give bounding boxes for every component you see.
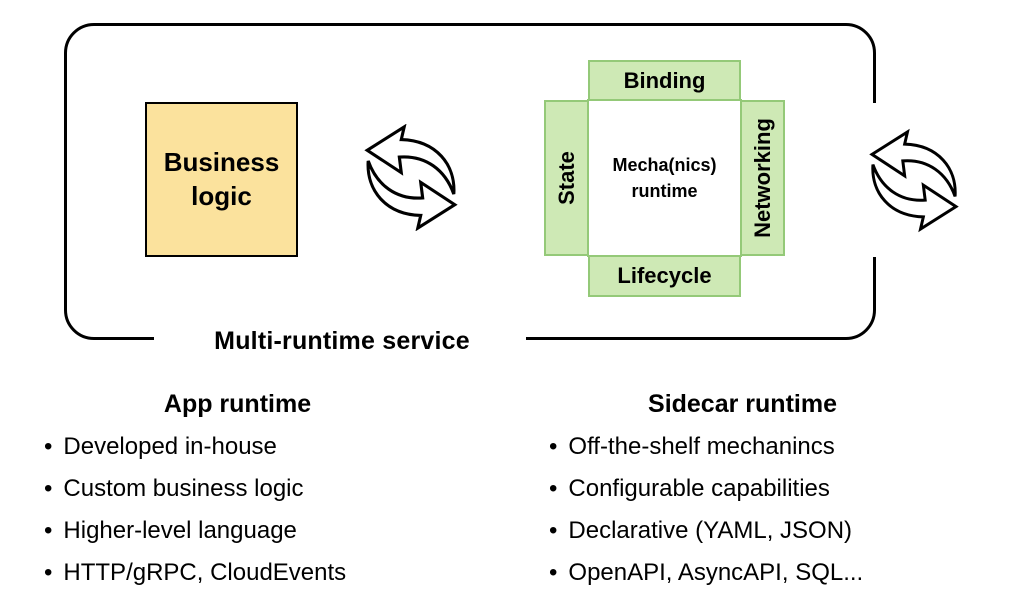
list-item: • Off-the-shelf mechanincs	[545, 426, 940, 468]
mecha-runtime-label-line2: runtime	[631, 181, 698, 201]
list-item-text: Higher-level language	[63, 517, 297, 544]
mecha-state-bar: State	[544, 100, 589, 256]
bullet-icon: •	[549, 517, 558, 544]
mecha-binding-bar: Binding	[588, 60, 741, 102]
list-item-text: OpenAPI, AsyncAPI, SQL...	[568, 559, 864, 586]
state-label: State	[553, 151, 579, 205]
list-item: • Custom business logic	[40, 468, 435, 510]
sync-arrows-icon	[869, 128, 959, 233]
list-item-text: Declarative (YAML, JSON)	[568, 517, 853, 544]
list-item: • Developed in-house	[40, 426, 435, 468]
networking-label: Networking	[749, 118, 775, 238]
bullet-icon: •	[549, 433, 558, 460]
list-item: • Configurable capabilities	[545, 468, 940, 510]
list-item-text: Off-the-shelf mechanincs	[568, 433, 835, 460]
lifecycle-label: Lifecycle	[617, 263, 712, 288]
list-item-text: Developed in-house	[63, 433, 277, 460]
list-item: • HTTP/gRPC, CloudEvents	[40, 552, 435, 594]
list-item: • OpenAPI, AsyncAPI, SQL...	[545, 552, 940, 594]
business-logic-label-line1: Business	[163, 146, 280, 177]
mecha-networking-bar: Networking	[740, 100, 785, 256]
sidecar-runtime-column: Sidecar runtime • Off-the-shelf mechanin…	[545, 388, 940, 594]
bullet-icon: •	[44, 475, 53, 502]
bullet-icon: •	[549, 475, 558, 502]
business-logic-label-line2: logic	[191, 180, 252, 211]
list-item: • Higher-level language	[40, 510, 435, 552]
bullet-icon: •	[44, 559, 53, 586]
app-runtime-title: App runtime	[163, 390, 312, 418]
business-logic-box: Business logic	[145, 102, 298, 257]
binding-label: Binding	[623, 68, 706, 93]
mecha-runtime-box: Mecha(nics) runtime	[587, 99, 742, 257]
mecha-runtime-label-line1: Mecha(nics)	[612, 154, 717, 175]
mecha-lifecycle-bar: Lifecycle	[588, 255, 741, 297]
bullet-icon: •	[44, 517, 53, 544]
bullet-icon: •	[549, 559, 558, 586]
list-item-text: Custom business logic	[63, 475, 304, 502]
list-item: • Declarative (YAML, JSON)	[545, 510, 940, 552]
sync-arrows-icon	[364, 124, 458, 231]
app-runtime-column: App runtime • Developed in-house • Custo…	[40, 388, 435, 594]
boundary-label: Multi-runtime service	[182, 325, 502, 357]
list-item-text: HTTP/gRPC, CloudEvents	[63, 559, 347, 586]
bullet-icon: •	[44, 433, 53, 460]
sidecar-runtime-title: Sidecar runtime	[648, 390, 837, 418]
list-item-text: Configurable capabilities	[568, 475, 830, 502]
